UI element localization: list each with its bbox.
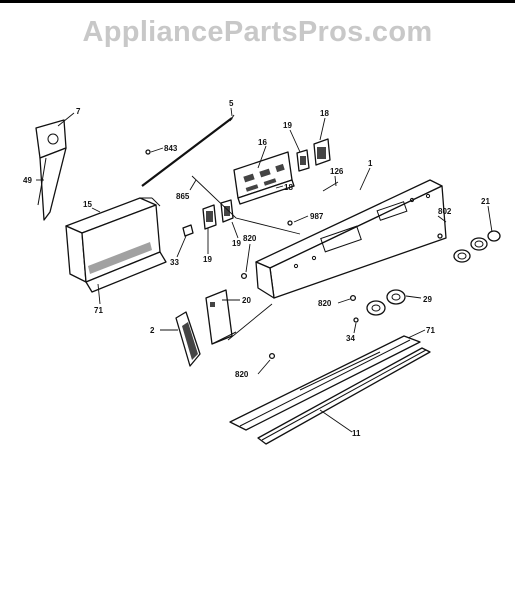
callout-71-upper: 71 [94, 306, 103, 315]
part-820-screw-lower [268, 352, 276, 360]
callout-987: 987 [310, 212, 324, 221]
part-987-screw [287, 220, 293, 226]
part-820-screw-upper [240, 272, 248, 280]
callout-802: 802 [438, 207, 452, 216]
callout-2: 2 [150, 326, 155, 335]
part-11-lower-trim [257, 347, 431, 445]
part-16-control-board [233, 151, 295, 205]
callout-21: 21 [481, 197, 490, 206]
part-843-screw [145, 149, 151, 155]
callout-1: 1 [368, 159, 373, 168]
callout-820-middle: 820 [318, 299, 332, 308]
callout-820-bottom: 820 [235, 370, 249, 379]
callout-19-top: 19 [283, 121, 292, 130]
callout-16: 16 [258, 138, 267, 147]
watermark: AppliancePartsPros.com [82, 16, 433, 48]
part-19-switch-upper [296, 149, 310, 172]
part-19-switch-right [220, 199, 234, 223]
callout-820-top: 820 [243, 234, 257, 243]
part-18-switch-upper [313, 138, 331, 166]
part-callouts: 7 49 5 843 16 19 18 1 126 865 18 15 987 … [23, 99, 490, 438]
callout-71-lower: 71 [426, 326, 435, 335]
part-7-side-bracket [35, 119, 67, 221]
callout-18-top: 18 [320, 109, 329, 118]
callout-843: 843 [164, 144, 178, 153]
part-29-knobs [366, 289, 406, 316]
callout-49: 49 [23, 176, 32, 185]
callout-19-left: 19 [203, 255, 212, 264]
callout-7: 7 [76, 107, 81, 116]
part-2-end-cap [175, 311, 201, 367]
callout-865: 865 [176, 192, 190, 201]
callout-20: 20 [242, 296, 251, 305]
part-21-knobs [453, 230, 501, 263]
part-802-screw [437, 233, 443, 239]
callout-33: 33 [170, 258, 179, 267]
callout-11: 11 [352, 429, 361, 438]
part-71-lower-rail [229, 335, 421, 431]
callout-29: 29 [423, 295, 432, 304]
callout-5: 5 [229, 99, 234, 108]
part-19-switch-left [202, 204, 217, 230]
top-border-line [0, 0, 515, 3]
wire-harness [191, 175, 301, 235]
leader-lines [36, 107, 493, 433]
part-34-screw [353, 317, 359, 323]
part-33-clip [182, 224, 194, 237]
part-820-screw-middle [349, 294, 357, 302]
callout-126: 126 [330, 167, 344, 176]
callout-19-right: 19 [232, 239, 241, 248]
callout-18-middle: 18 [284, 183, 293, 192]
part-20-end-bracket [205, 289, 237, 345]
part-5-rod [141, 114, 235, 187]
callout-15: 15 [83, 200, 92, 209]
part-15-end-bracket [65, 197, 167, 293]
callout-34: 34 [346, 334, 355, 343]
part-1-control-panel [255, 179, 447, 299]
